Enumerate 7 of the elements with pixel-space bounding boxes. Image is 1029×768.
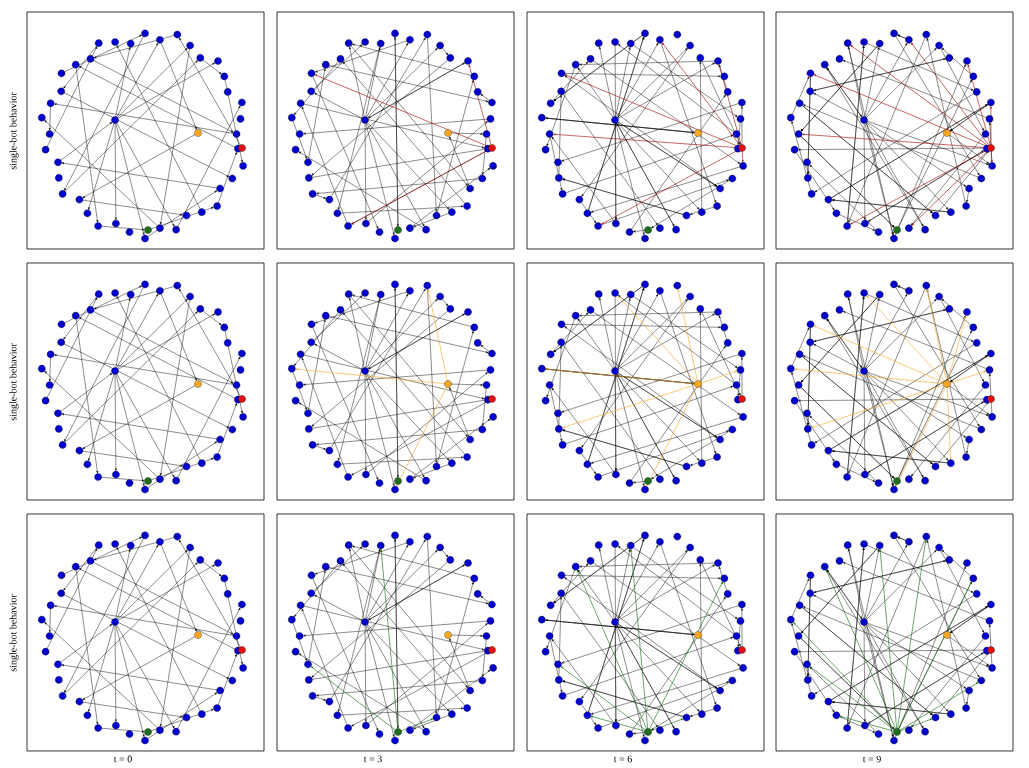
column-label: t = 9	[862, 755, 881, 763]
column-label: t = 0	[113, 755, 132, 763]
row-label: single-bot behavior	[9, 92, 19, 170]
column-label: t = 3	[363, 755, 382, 763]
column-label: t = 6	[613, 755, 632, 763]
row-label: single-bot behavior	[9, 343, 19, 421]
row-label: single-bot behavior	[9, 594, 19, 672]
